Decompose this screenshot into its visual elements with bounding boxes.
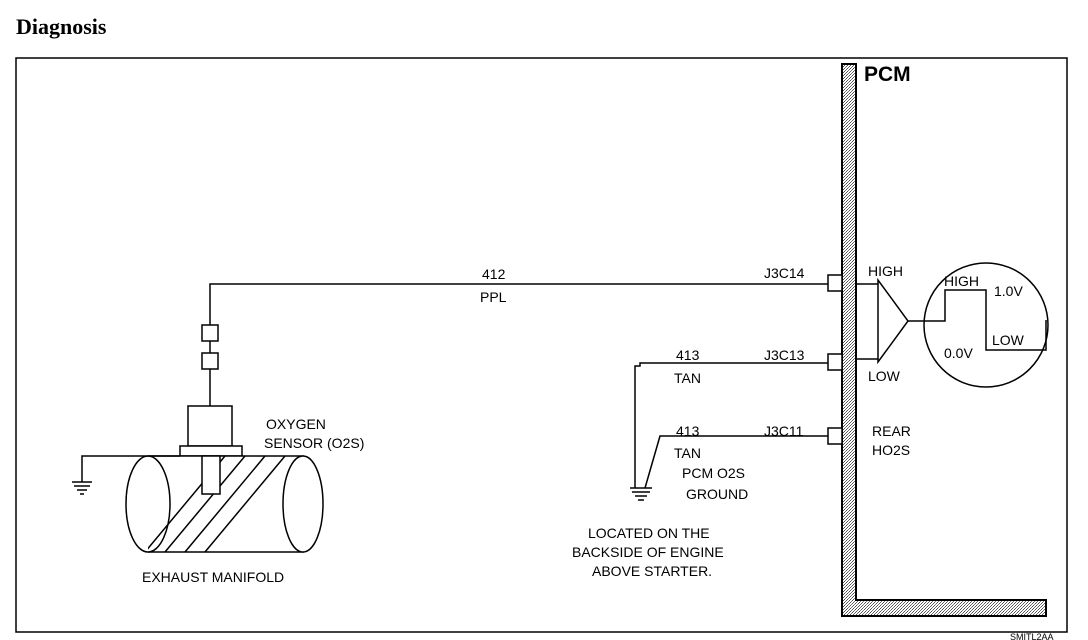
sensor-label-line2: SENSOR (O2S) [264,435,364,451]
wire-413a-color: TAN [674,370,701,386]
sensor-label-line1: OXYGEN [266,416,326,432]
pin-j3c11-label: J3C11 [764,423,804,439]
wire-412: 412 PPL J3C14 [209,265,843,325]
sensor-ground-icon [72,455,180,495]
signal-high-label: HIGH [944,273,979,289]
wire-413b-circuit: 413 [676,423,700,439]
rear-ho2s-line1: REAR [872,423,911,439]
wire-413b-color: TAN [674,445,701,461]
pin-j3c13-label: J3C13 [764,347,805,363]
wire-413a-circuit: 413 [676,347,700,363]
wire-412-color: PPL [480,289,507,305]
pcm-high-label: HIGH [868,263,903,279]
exhaust-manifold-icon [125,455,324,553]
signal-low-label: LOW [992,332,1025,348]
pcm-low-label: LOW [868,368,901,384]
rear-ho2s-line2: HO2S [872,442,910,458]
wire-412-circuit: 412 [482,266,506,282]
signal-waveform: HIGH 1.0V LOW 0.0V [922,262,1049,388]
signal-low-voltage: 0.0V [944,345,973,361]
pin-j3c14-label: J3C14 [764,265,805,281]
signal-high-voltage: 1.0V [994,283,1023,299]
connector-pin-j3c14 [827,274,843,292]
page-title: Diagnosis [16,14,107,39]
manifold-label: EXHAUST MANIFOLD [142,569,284,585]
figure-id: SMITL2AA [1010,632,1054,640]
amplifier-icon [856,277,922,365]
wire-413-j3c11: 413 TAN J3C11 [644,423,843,489]
pcm-ground-icon [630,487,652,501]
connector-pin-j3c11 [827,427,843,445]
connector-pin-j3c13 [827,353,843,371]
ground-label-line2: GROUND [686,486,748,502]
wire-413-j3c13: 413 TAN J3C13 [634,347,843,488]
pcm-module: PCM [841,63,1047,617]
location-note-line2: BACKSIDE OF ENGINE [572,544,724,560]
diagram-frame [15,57,1068,633]
oxygen-sensor-icon [179,405,243,457]
ground-label-line1: PCM O2S [682,465,745,481]
pcm-label: PCM [864,63,911,86]
location-note-line3: ABOVE STARTER. [592,563,712,579]
location-note-line1: LOCATED ON THE [588,525,710,541]
sensor-lead-connectors [201,324,219,406]
